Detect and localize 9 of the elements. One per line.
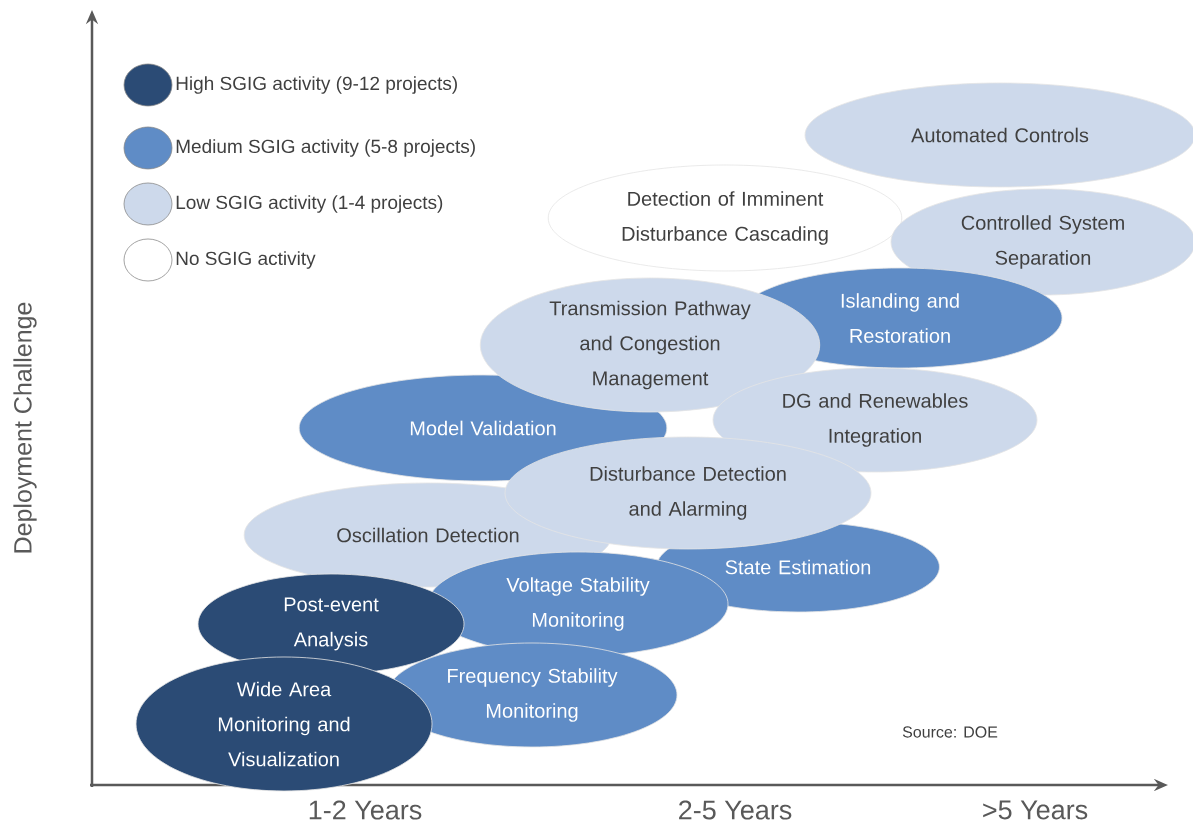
legend-label: Medium SGIG activity (5-8 projects) [176, 139, 475, 157]
axis-title: Deployment Challenge [13, 302, 37, 553]
axis-tick-label: 2-5 Years [679, 800, 792, 820]
axis-tick-label: 1-2 Years [309, 800, 422, 820]
axis-tick-label: >5 Years [983, 800, 1088, 820]
legend-label: High SGIG activity (9-12 projects) [176, 76, 457, 94]
legend-label: No SGIG activity [176, 251, 316, 269]
legend-label: Low SGIG activity (1-4 projects) [176, 195, 443, 213]
source-note: Source: DOE [902, 726, 998, 738]
